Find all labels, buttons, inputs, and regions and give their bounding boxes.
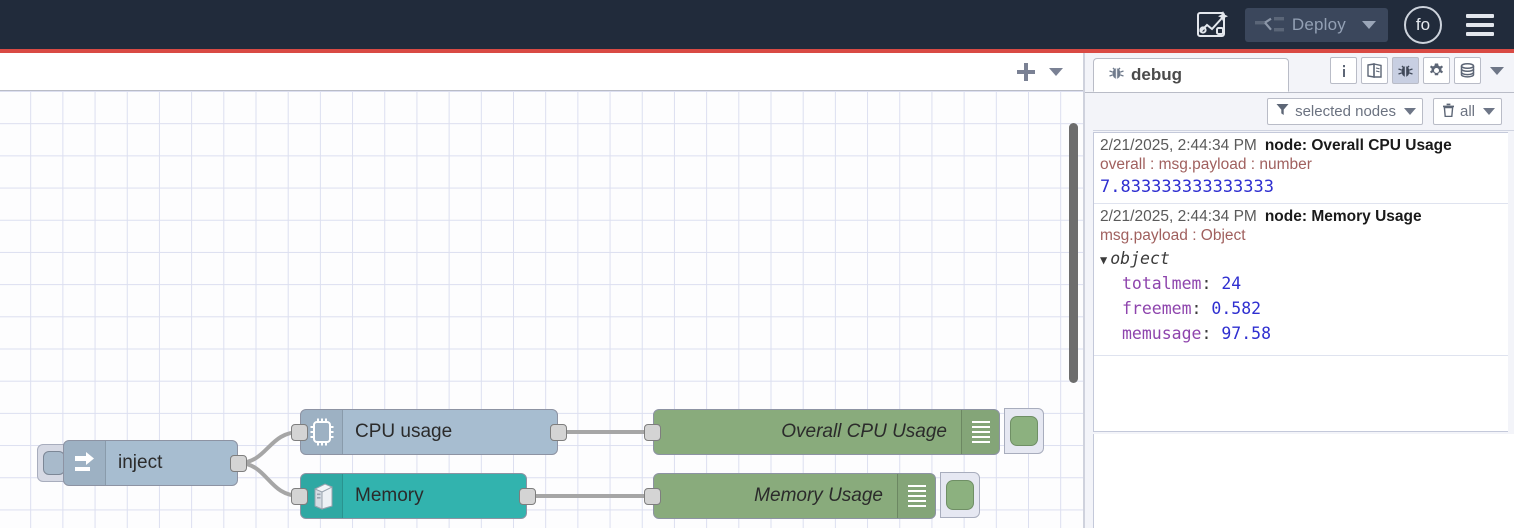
hamburger-menu-icon[interactable] [1464, 9, 1496, 41]
debug-lines-icon [897, 474, 935, 518]
debug-node-prefix: node: [1264, 208, 1312, 225]
library-icon[interactable] [1361, 57, 1388, 84]
debug-filter-row: selected nodes all [1085, 93, 1514, 131]
debug-object-property: totalmem: 24 [1122, 274, 1242, 293]
debug-toggle-indicator [1010, 416, 1038, 446]
clear-label: all [1459, 103, 1475, 120]
debug-enable-toggle[interactable] [940, 472, 980, 518]
debug-timestamp: 2/21/2025, 2:44:34 PM [1100, 137, 1257, 154]
caret-down-icon: ▼ [1100, 253, 1108, 267]
chevron-down-icon[interactable] [1490, 66, 1504, 75]
filter-selected-nodes-button[interactable]: selected nodes [1267, 98, 1423, 125]
bug-icon [1108, 64, 1125, 86]
output-port[interactable] [230, 455, 247, 472]
debug-property-key: totalmem [1122, 274, 1202, 293]
server-tower-icon [301, 474, 343, 518]
debug-object-label: object [1110, 249, 1170, 268]
tab-debug[interactable]: debug [1093, 58, 1289, 92]
debug-property-value: 24 [1221, 274, 1242, 293]
deploy-nodes-icon [1254, 15, 1285, 35]
input-port[interactable] [291, 424, 308, 441]
tab-debug-label: debug [1131, 65, 1182, 84]
chevron-down-icon[interactable] [1049, 67, 1063, 76]
debug-timestamp: 2/21/2025, 2:44:34 PM [1100, 208, 1257, 225]
node-label: inject [118, 452, 163, 473]
menu-line [1466, 13, 1494, 18]
plus-icon[interactable] [1011, 57, 1041, 87]
clear-messages-button[interactable]: all [1432, 98, 1502, 125]
debug-node-prefix: node: [1264, 137, 1312, 154]
debug-topic: overall : msg.payload : number [1100, 156, 1312, 173]
panel-divider[interactable] [1083, 53, 1085, 528]
chevron-down-icon [1483, 108, 1495, 115]
node-label: Overall CPU Usage [781, 421, 947, 442]
output-port[interactable] [550, 424, 567, 441]
canvas-scrollbar-thumb[interactable] [1069, 123, 1078, 383]
debug-toggle-indicator [946, 480, 974, 510]
node-debug-memory-usage[interactable]: Memory Usage [644, 472, 980, 519]
input-port[interactable] [644, 488, 661, 505]
debug-value: 7.833333333333333 [1100, 177, 1274, 197]
sidebar-tab-row: debug [1085, 53, 1514, 93]
menu-line [1466, 22, 1494, 27]
node-debug-overall-cpu-usage[interactable]: Overall CPU Usage [644, 408, 1044, 455]
debug-object-property: freemem: 0.582 [1122, 299, 1262, 318]
avatar[interactable]: fo [1404, 5, 1442, 44]
flow-tab-bar [0, 53, 1083, 91]
layers-icon[interactable] [1454, 57, 1481, 84]
node-cpu-usage[interactable]: CPU usage [291, 409, 567, 455]
funnel-icon [1276, 103, 1289, 120]
info-icon[interactable] [1330, 57, 1357, 84]
cpu-chip-icon [301, 410, 343, 454]
deploy-button[interactable]: Deploy [1244, 7, 1388, 42]
trash-icon [1442, 103, 1455, 121]
output-port[interactable] [519, 488, 536, 505]
node-label: Memory [355, 485, 424, 506]
gear-icon[interactable] [1423, 57, 1450, 84]
debug-object-toggle[interactable]: ▼object [1100, 249, 1508, 268]
debug-property-value: 97.58 [1221, 324, 1272, 343]
canvas-scrollbar[interactable] [1067, 91, 1081, 528]
node-label: Memory Usage [754, 485, 883, 506]
debug-property-key: freemem [1122, 299, 1192, 318]
debug-enable-toggle[interactable] [1004, 408, 1044, 454]
flow-canvas[interactable]: inject [0, 91, 1083, 528]
header-accent-rule [0, 49, 1514, 53]
input-port[interactable] [291, 488, 308, 505]
inject-button-inner [43, 451, 65, 475]
debug-node-name: Memory Usage [1311, 208, 1422, 225]
debug-property-key: memusage [1122, 324, 1202, 343]
inject-arrow-icon [64, 441, 106, 485]
deploy-label: Deploy [1291, 14, 1346, 34]
debug-object-property: memusage: 97.58 [1122, 324, 1272, 343]
debug-panel-empty-area [1093, 434, 1514, 528]
sidebar-panel: debug [1085, 53, 1514, 528]
sidebar-left-gutter [1085, 53, 1093, 528]
debug-topic: msg.payload : Object [1100, 227, 1246, 244]
debug-lines-icon [961, 410, 999, 454]
debug-message-list[interactable]: 2/21/2025, 2:44:34 PM node: Overall CPU U… [1093, 132, 1508, 432]
flow-ai-assistant-icon[interactable] [1191, 5, 1235, 45]
node-inject[interactable]: inject [37, 440, 247, 486]
menu-line [1466, 31, 1494, 36]
node-memory[interactable]: Memory [291, 473, 536, 519]
debug-property-value: 0.582 [1211, 299, 1262, 318]
debug-message[interactable]: 2/21/2025, 2:44:34 PM node: Overall CPU U… [1094, 133, 1508, 204]
debug-node-name: Overall CPU Usage [1311, 137, 1452, 154]
chevron-down-icon [1403, 108, 1416, 115]
avatar-initials: fo [1415, 14, 1431, 34]
sidebar-tool-icons [1326, 52, 1514, 92]
app-header: Deploy fo [0, 0, 1514, 49]
node-label: CPU usage [355, 421, 453, 442]
flow-workspace: inject [0, 53, 1083, 528]
input-port[interactable] [644, 424, 661, 441]
chevron-down-icon[interactable] [1362, 20, 1376, 29]
bug-icon[interactable] [1392, 57, 1419, 84]
filter-label: selected nodes [1295, 103, 1396, 120]
